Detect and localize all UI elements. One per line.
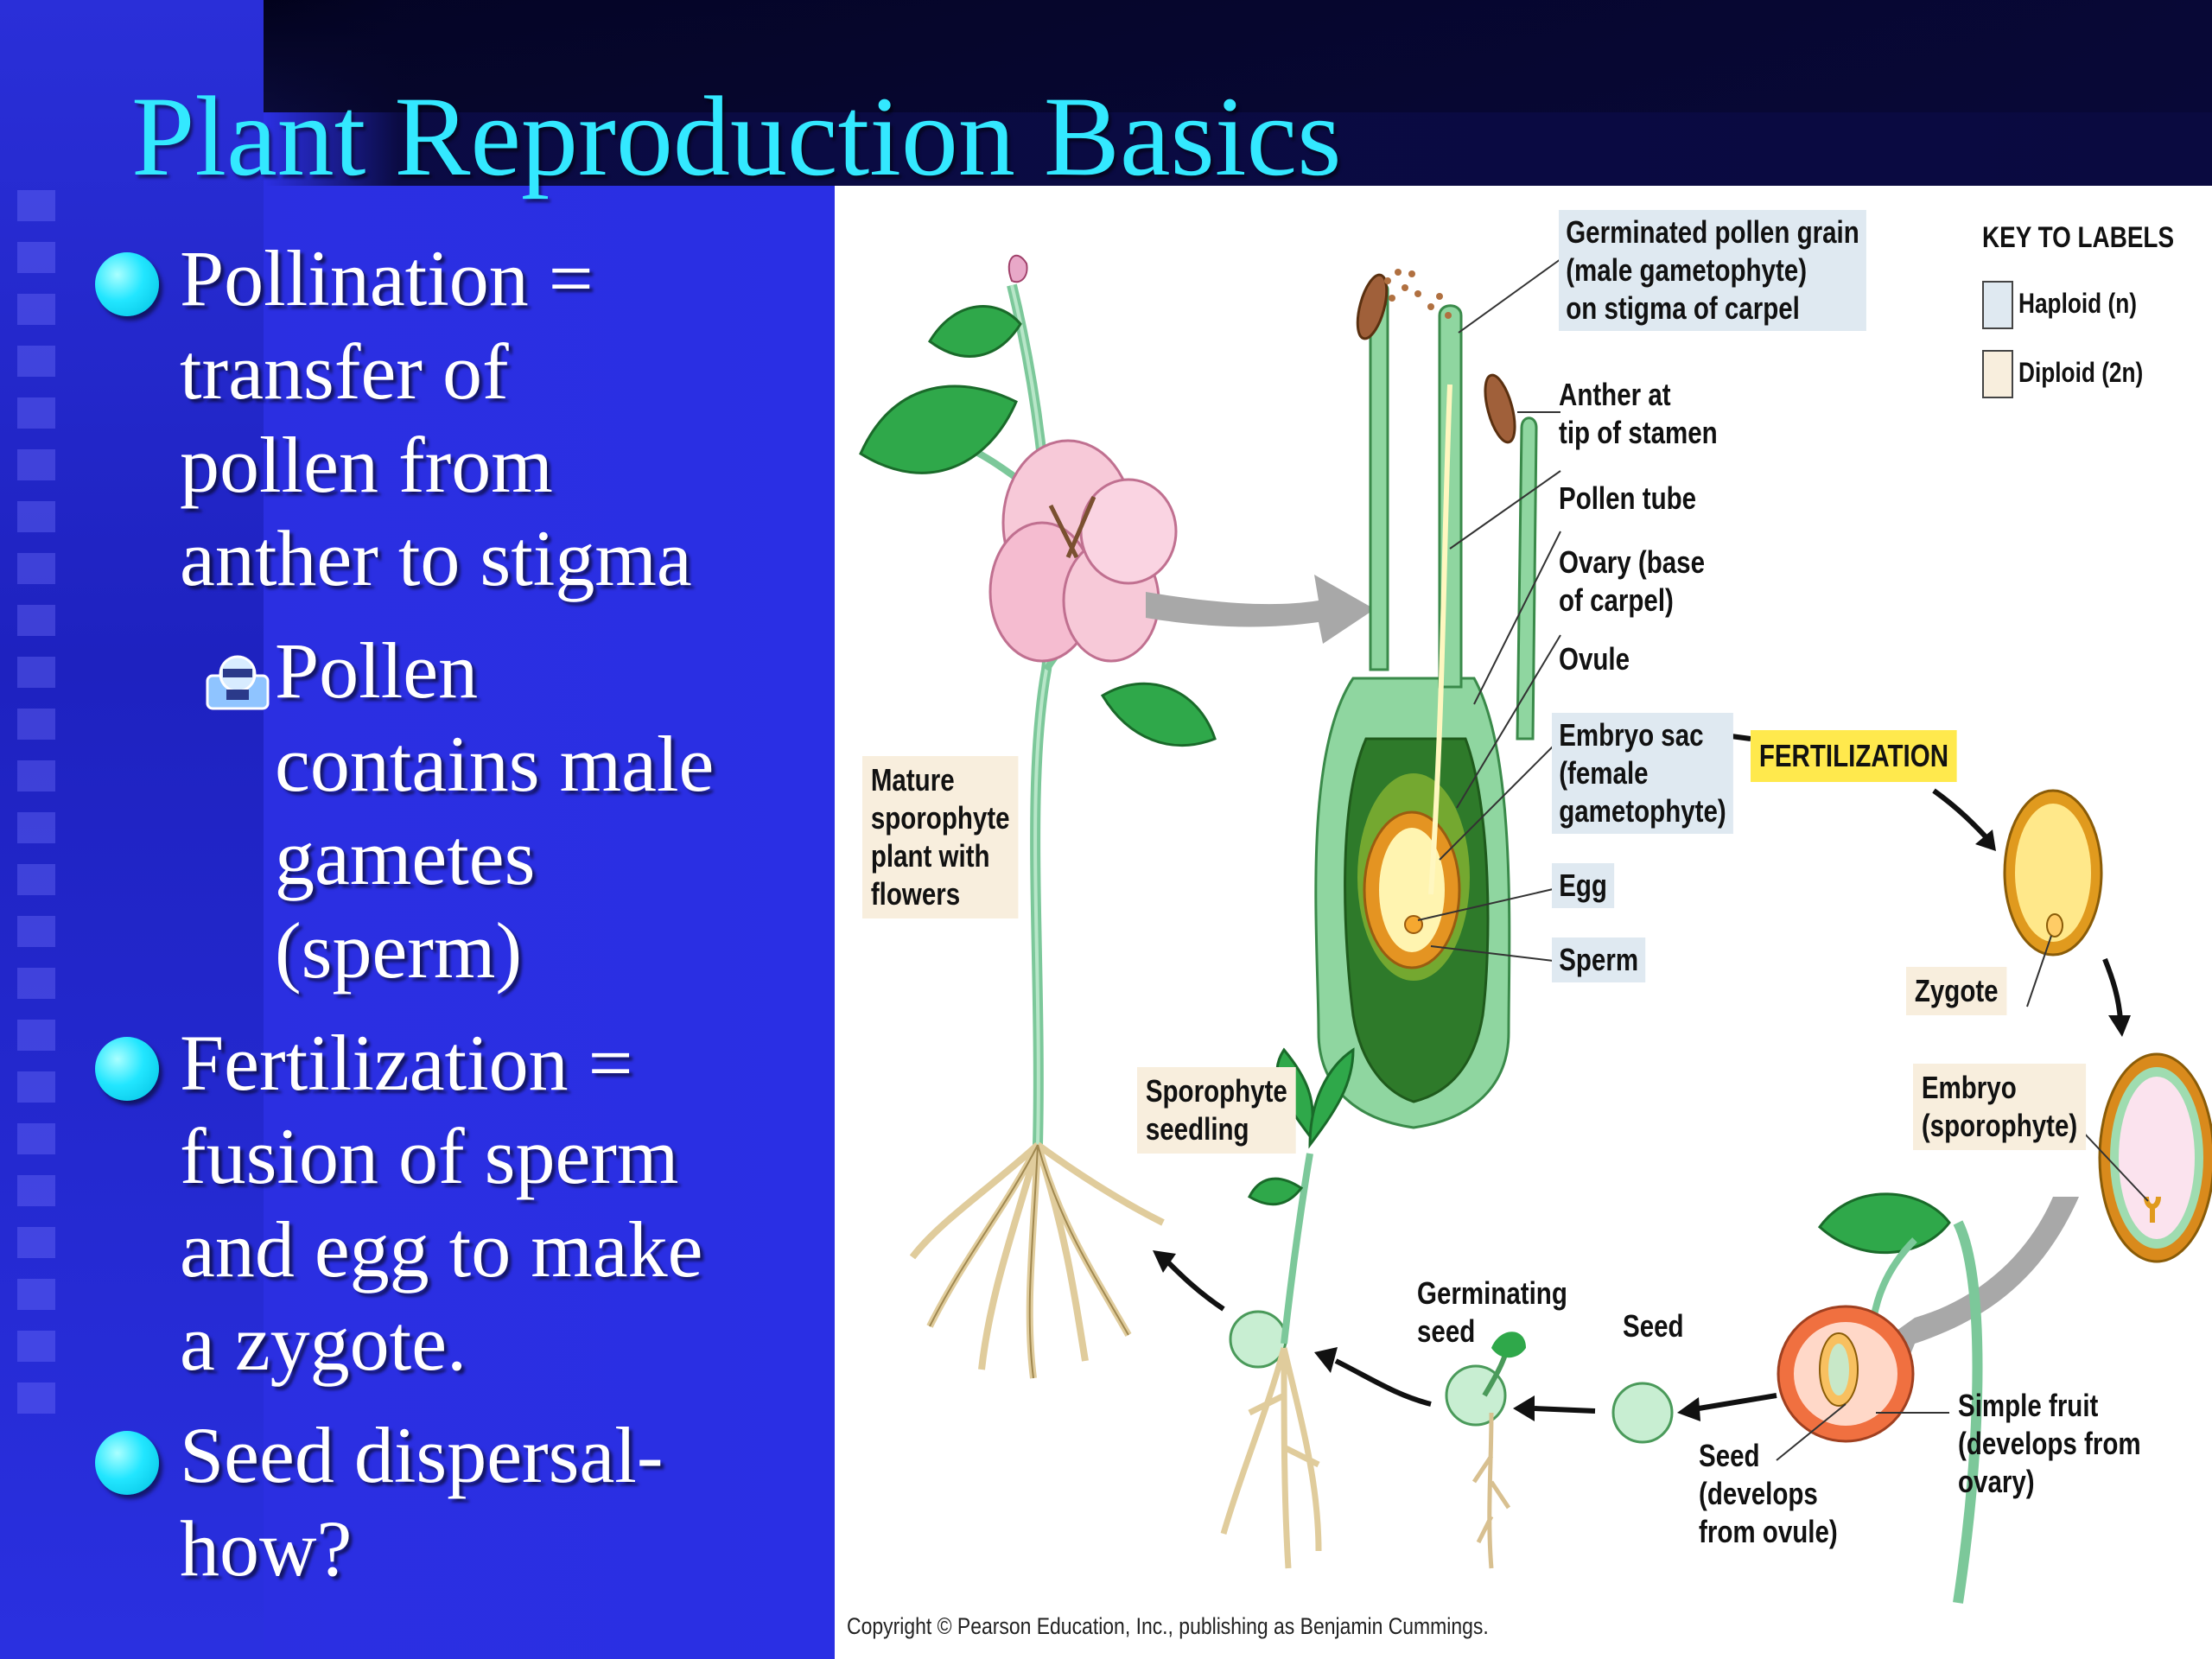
label-ovule: Ovule (1559, 641, 1630, 677)
label-germinated-pollen: Germinated pollen grain (male gametophyt… (1559, 210, 1866, 331)
label-seed: Seed (1623, 1308, 1684, 1344)
label-line: Germinating (1417, 1275, 1567, 1311)
label-line: Mature (870, 762, 955, 798)
label-line: (male gametophyte) (1566, 252, 1808, 288)
label-sperm: Sperm (1552, 938, 1646, 982)
carpel-illustration (1314, 269, 1538, 1129)
diploid-swatch (1982, 350, 2013, 398)
bullet-fertilization: Fertilization = fusion of sperm and egg … (180, 1016, 702, 1389)
sub-bullet-pollen: Pollen contains male gametes (sperm) (275, 624, 714, 997)
germinating-seed-illustration (1445, 1332, 1526, 1569)
copyright-notice: Copyright © Pearson Education, Inc., pub… (847, 1613, 1489, 1639)
label-line: Germinated pollen grain (1566, 214, 1859, 250)
bullet-line: (sperm) (275, 906, 523, 995)
diagram-artwork (859, 254, 2212, 1604)
bullet-line: a zygote. (180, 1299, 467, 1387)
bullet-line: Pollination = (180, 234, 594, 322)
label-mature-sporophyte: Mature sporophyte plant with flowers (862, 756, 1019, 918)
label-line: Sporophyte (1145, 1073, 1287, 1109)
label-fertilization: FERTILIZATION (1751, 730, 1957, 782)
label-line: gametophyte) (1559, 793, 1726, 829)
label-line: Simple fruit (1958, 1388, 2099, 1423)
label-embryo-sac: Embryo sac (female gametophyte) (1552, 713, 1733, 834)
label-line: seed (1417, 1313, 1476, 1349)
bullet-pollination: Pollination = transfer of pollen from an… (180, 232, 692, 605)
zygote-illustration (2003, 789, 2103, 1007)
label-seed-develops: Seed (develops from ovule) (1699, 1437, 1838, 1551)
key-diploid: Diploid (2n) (2018, 357, 2144, 388)
label-germinating-seed: Germinating seed (1417, 1274, 1567, 1351)
bullet-line: contains male (275, 720, 715, 808)
label-simple-fruit: Simple fruit (develops from ovary) (1958, 1387, 2141, 1501)
simple-fruit-illustration (1776, 1192, 1983, 1604)
embryo-to-fruit-arrow (1885, 1197, 2079, 1365)
bullet-line: anther to stigma (180, 514, 692, 602)
bullet-dot (95, 1431, 159, 1495)
label-ovary: Ovary (base of carpel) (1559, 543, 1705, 620)
carpel-leader-lines (1417, 258, 1561, 963)
flower-to-carpel-arrow (1146, 575, 1375, 644)
bullet-line: fusion of sperm (180, 1112, 679, 1200)
label-line: (develops from (1958, 1426, 2141, 1461)
sub-bullet-icon (206, 655, 270, 710)
label-line: (develops (1699, 1476, 1818, 1511)
label-line: Anther at (1559, 377, 1671, 412)
label-line: Embryo (1921, 1070, 2017, 1105)
bullet-line: Seed dispersal- (180, 1411, 664, 1499)
label-line: from ovule) (1699, 1514, 1838, 1549)
title-backdrop (0, 0, 2212, 186)
label-egg: Egg (1552, 863, 1615, 908)
bullet-line: how? (180, 1504, 353, 1592)
label-line: on stigma of carpel (1566, 290, 1800, 326)
slide-title: Plant Reproduction Basics (131, 73, 1342, 200)
embryo-illustration (2078, 1052, 2212, 1263)
label-line: (sporophyte) (1921, 1108, 2078, 1143)
bullet-dot (95, 252, 159, 316)
bullet-line: Pollen (275, 626, 479, 715)
label-line: of carpel) (1559, 582, 1674, 618)
bullet-list: Pollination = transfer of pollen from an… (0, 0, 830, 1659)
bullet-dot (95, 1037, 159, 1101)
key-haploid: Haploid (n) (2018, 288, 2138, 319)
bullet-line: and egg to make (180, 1205, 703, 1294)
label-line: plant with (870, 838, 990, 874)
label-line: (female (1559, 755, 1649, 791)
label-embryo: Embryo (sporophyte) (1913, 1064, 2087, 1150)
bullet-line: transfer of (180, 327, 509, 416)
bullet-seed-dispersal: Seed dispersal- how? (180, 1408, 664, 1595)
sporophyte-seedling-illustration (1220, 1047, 1355, 1569)
label-zygote: Zygote (1906, 967, 2007, 1015)
label-line: sporophyte (870, 800, 1010, 836)
label-anther: Anther at tip of stamen (1559, 376, 1718, 452)
label-sporophyte-seedling: Sporophyte seedling (1137, 1067, 1296, 1154)
label-line: seedling (1145, 1111, 1249, 1147)
seed-illustration (1611, 1382, 1674, 1444)
label-pollen-tube: Pollen tube (1559, 480, 1697, 516)
label-line: flowers (870, 876, 961, 912)
plant-life-cycle-diagram: Germinated pollen grain (male gametophyt… (835, 186, 2212, 1659)
label-line: Embryo sac (1559, 717, 1704, 753)
label-line: ovary) (1958, 1464, 2035, 1499)
bullet-line: Fertilization = (180, 1019, 633, 1107)
key-title: KEY TO LABELS (1982, 221, 2175, 254)
label-line: tip of stamen (1559, 415, 1718, 450)
bullet-line: pollen from (180, 421, 553, 509)
label-line: Ovary (base (1559, 544, 1706, 580)
bullet-line: gametes (275, 813, 536, 901)
label-line: Seed (1699, 1438, 1760, 1473)
haploid-swatch (1982, 281, 2013, 329)
mature-plant-illustration (859, 254, 1217, 1379)
